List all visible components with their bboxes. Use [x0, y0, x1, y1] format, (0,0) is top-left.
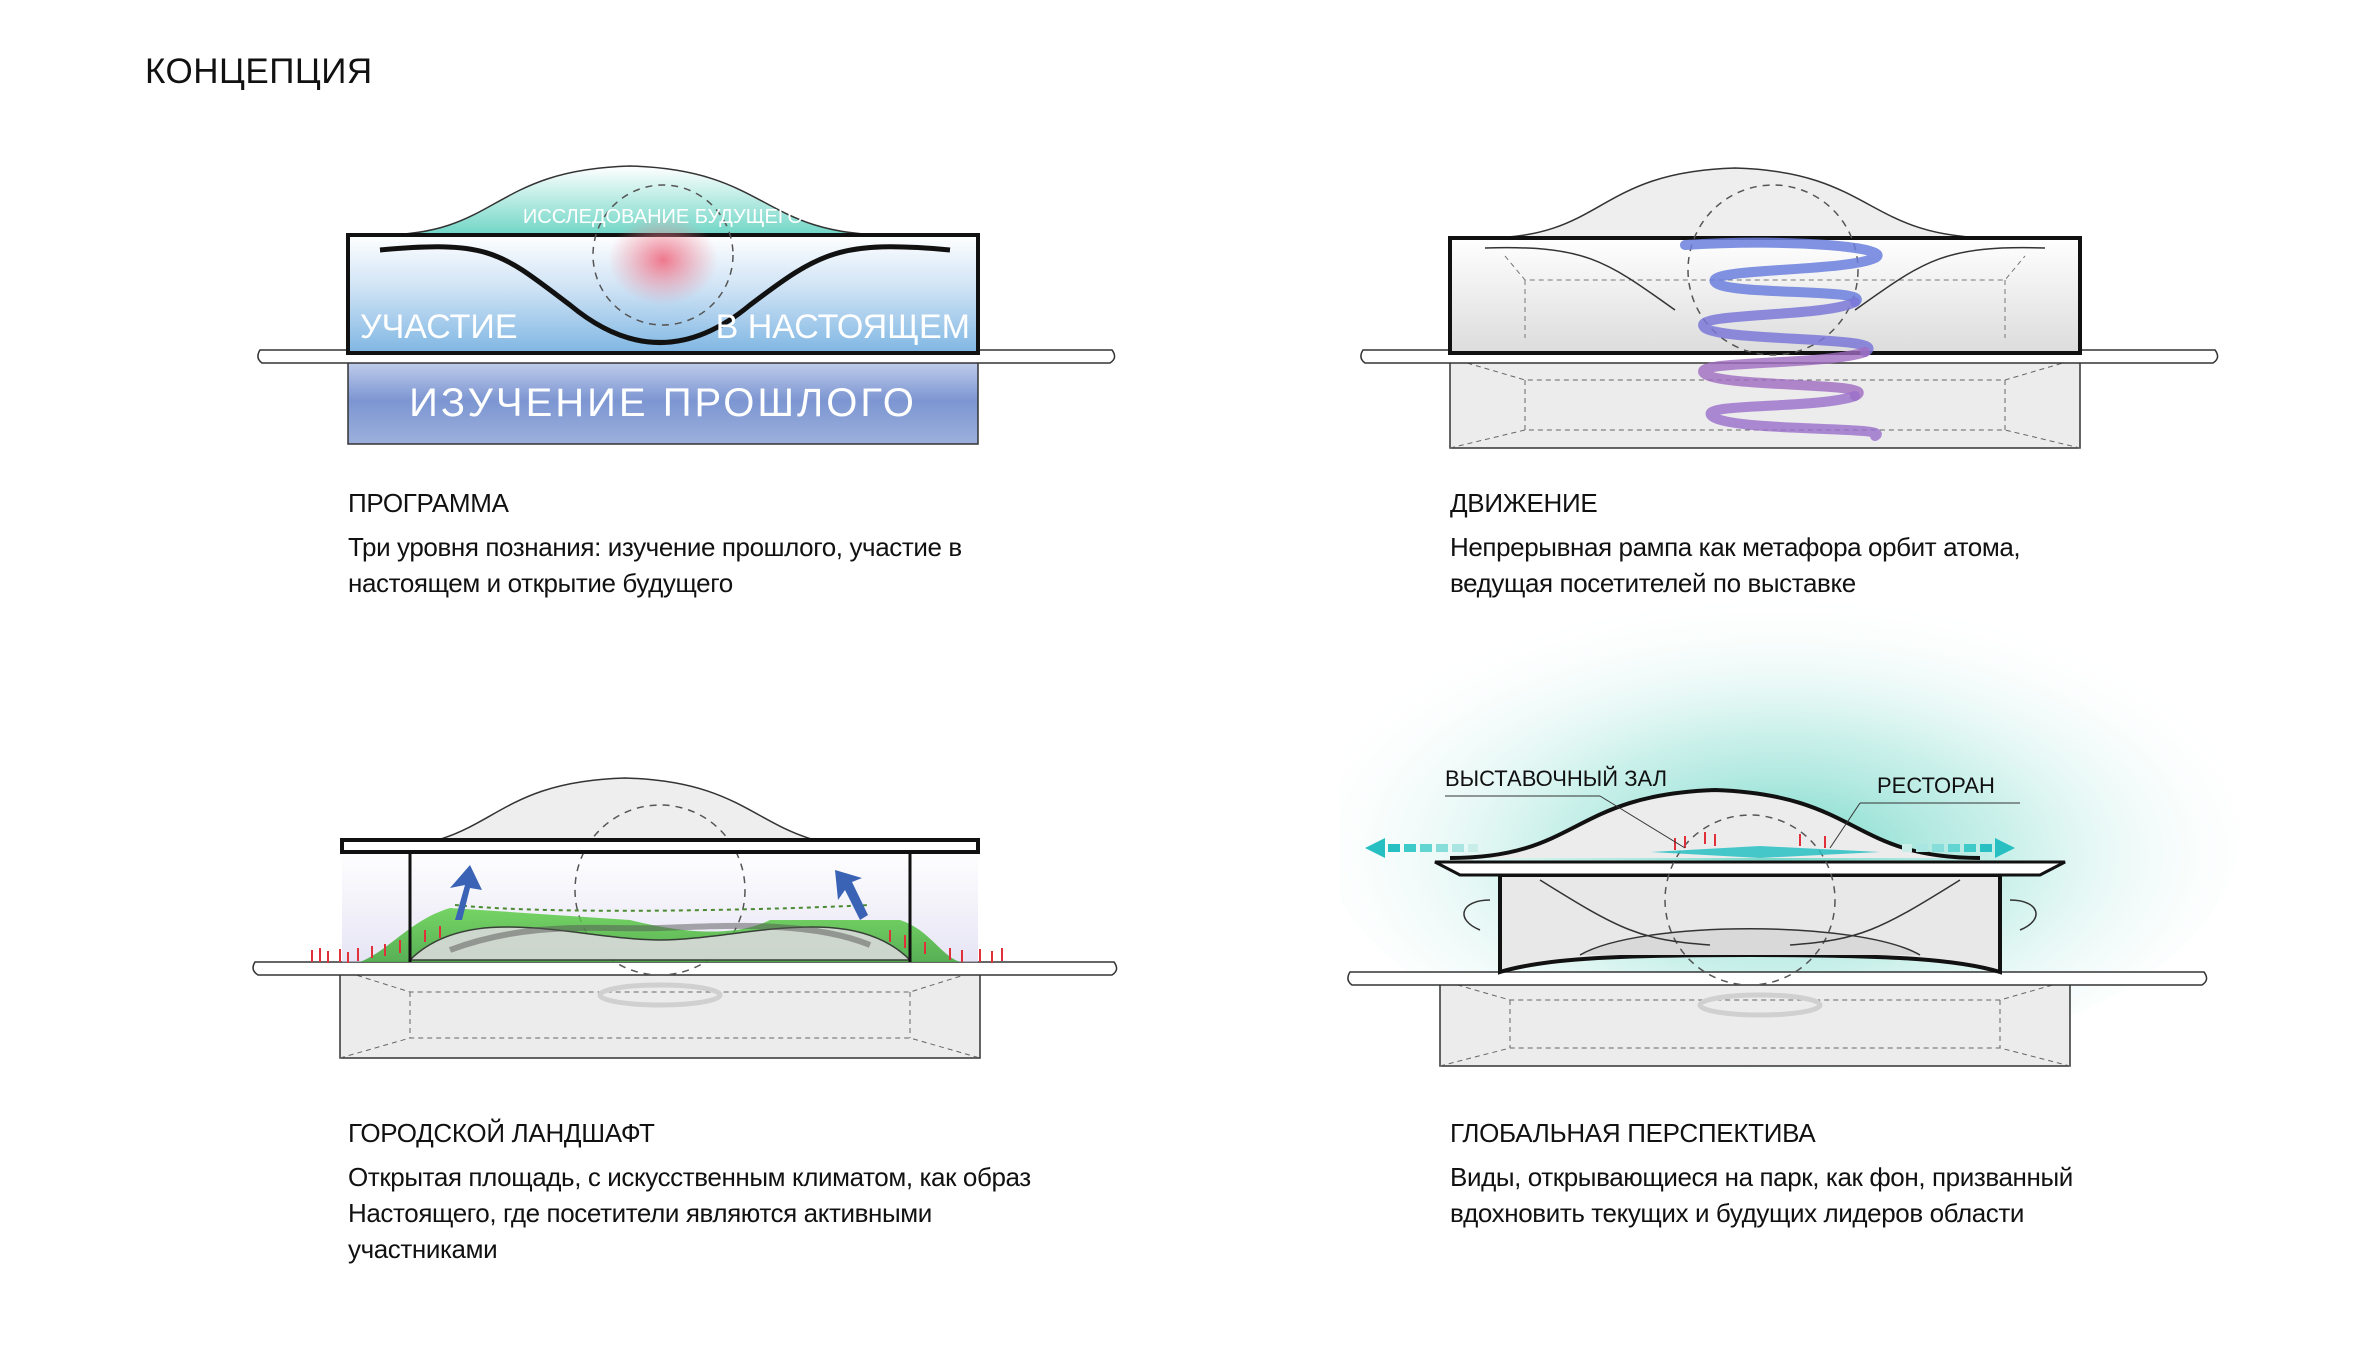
ramp-curve [379, 244, 951, 345]
perspective-line-2: вдохновить текущих и будущих лидеров обл… [1450, 1198, 2025, 1228]
program-line-2: настоящем и открытие будущего [348, 568, 733, 598]
label-present: В НАСТОЯЩЕМ [716, 308, 970, 346]
landscape-diagram [252, 777, 1118, 1059]
viewing-deck [1650, 846, 1880, 858]
landscape-line-3: участниками [348, 1234, 498, 1264]
view-arrow-left [1365, 838, 1478, 858]
program-title: ПРОГРАММА [348, 488, 509, 518]
dome [379, 165, 891, 236]
label-past: ИЗУЧЕНИЕ ПРОШЛОГО [409, 381, 917, 425]
program-diagram: ИЗУЧЕНИЕ ПРОШЛОГО ИССЛЕДОВАНИЕ БУДУЩЕГО … [257, 165, 1116, 445]
movement-title: ДВИЖЕНИЕ [1450, 488, 1598, 518]
landscape-line-2: Настоящего, где посетители являются акти… [348, 1198, 932, 1228]
dome [1449, 787, 1981, 860]
arrow-up-right [835, 870, 868, 920]
people-markers [1674, 832, 1826, 850]
program-line-1: Три уровня познания: изучение прошлого, … [348, 532, 962, 562]
dome [1484, 167, 1996, 239]
landscape-title: ГОРОДСКОЙ ЛАНДШАФТ [348, 1118, 655, 1148]
label-future: ИССЛЕДОВАНИЕ БУДУЩЕГО [523, 206, 803, 228]
spiral-ramp [1680, 237, 1883, 441]
label-participation: УЧАСТИЕ [360, 308, 518, 346]
roof-slab [340, 838, 980, 854]
label-exhibition-hall: ВЫСТАВОЧНЫЙ ЗАЛ [1445, 766, 1667, 791]
landscape-caption: ГОРОДСКОЙ ЛАНДШАФТ Открытая площадь, с и… [348, 1118, 1108, 1267]
perspective-title: ГЛОБАЛЬНАЯ ПЕРСПЕКТИВА [1450, 1118, 1816, 1148]
movement-caption: ДВИЖЕНИЕ Непрерывная рампа как метафора … [1450, 488, 2210, 601]
perspective-diagram: ВЫСТАВОЧНЫЙ ЗАЛ РЕСТОРАН [1340, 600, 2240, 1070]
arrow-up-left [450, 865, 482, 920]
movement-line-2: ведущая посетителей по выставке [1450, 568, 1856, 598]
people-markers [311, 926, 1003, 963]
dome [374, 777, 881, 849]
ground-platform [1347, 971, 2208, 986]
past-level [347, 356, 979, 445]
perspective-caption: ГЛОБАЛЬНАЯ ПЕРСПЕКТИВА Виды, открывающие… [1450, 1118, 2210, 1231]
label-restaurant: РЕСТОРАН [1877, 773, 1995, 798]
view-arrow-right [1902, 838, 2015, 858]
landscape-line-1: Открытая площадь, с искусственным климат… [348, 1162, 1031, 1192]
page-title: КОНЦЕПЦИЯ [145, 52, 373, 91]
ground-platform [252, 961, 1118, 976]
movement-line-1: Непрерывная рампа как метафора орбит ато… [1450, 532, 2021, 562]
movement-diagram [1360, 167, 2219, 449]
perspective-line-1: Виды, открывающиеся на парк, как фон, пр… [1450, 1162, 2073, 1192]
program-caption: ПРОГРАММА Три уровня познания: изучение … [348, 488, 1108, 601]
